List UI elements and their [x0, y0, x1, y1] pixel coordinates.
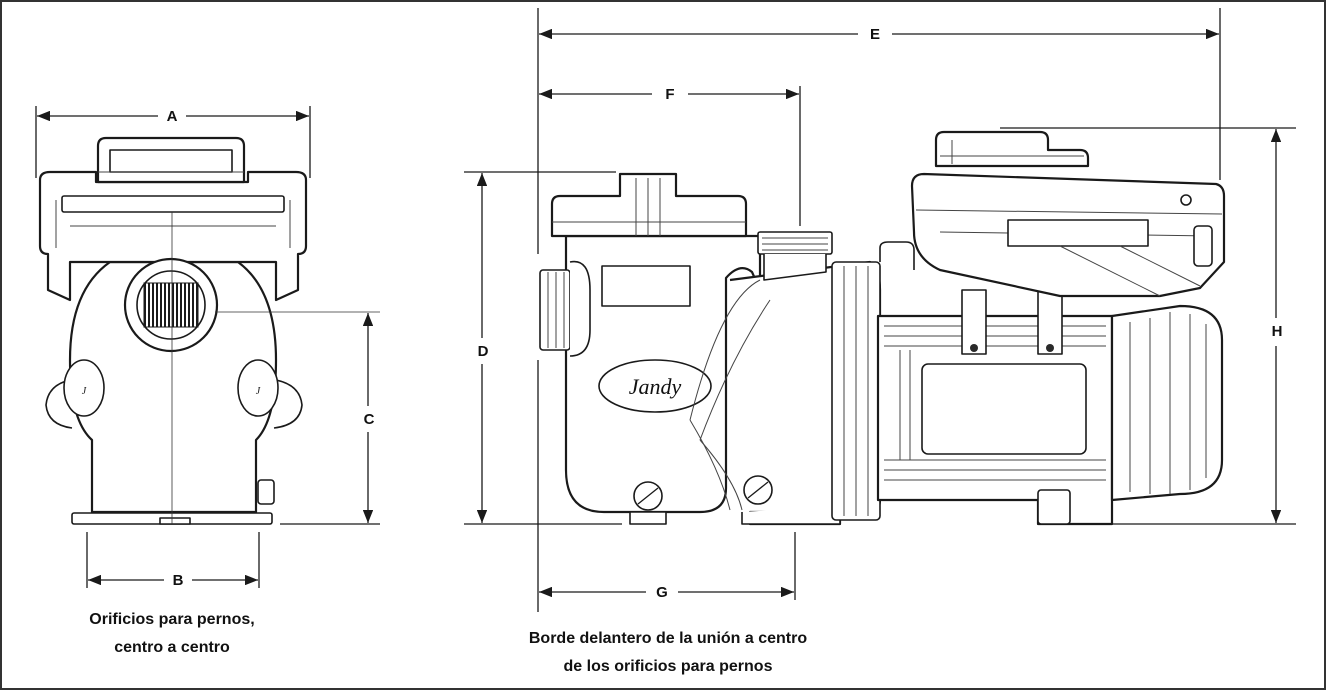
jandy-logo: Jandy	[629, 374, 682, 399]
dimension-a: A	[35, 106, 311, 178]
caption-bolt-holes-line2: centro a centro	[114, 639, 230, 656]
dimension-b: B	[86, 532, 260, 589]
pump-front-view: J J	[38, 136, 380, 525]
dimension-g-label: G	[656, 584, 668, 601]
dimension-c: C	[280, 313, 380, 525]
dimension-e-label: E	[870, 26, 880, 43]
dimension-c-label: C	[364, 411, 375, 428]
side-logo-right: J	[256, 386, 261, 397]
dimension-g: G	[537, 360, 796, 612]
dimension-d-label: D	[478, 343, 489, 360]
caption-bolt-holes-line1: Orificios para pernos,	[89, 611, 254, 628]
dimension-h-label: H	[1272, 323, 1283, 340]
dimension-f-label: F	[665, 86, 674, 103]
caption-union-edge-line2: de los orificios para pernos	[564, 658, 773, 675]
dimension-e: E	[537, 8, 1221, 254]
dimension-f: F	[539, 86, 801, 226]
dimension-a-label: A	[167, 108, 178, 125]
dimension-d: D	[464, 171, 622, 525]
pump-side-view: Jandy	[539, 130, 1226, 526]
dimension-b-label: B	[173, 572, 184, 589]
side-logo-left: J	[82, 386, 87, 397]
caption-union-edge-line1: Borde delantero de la unión a centro	[529, 630, 807, 647]
dimension-h: H	[1000, 127, 1296, 525]
